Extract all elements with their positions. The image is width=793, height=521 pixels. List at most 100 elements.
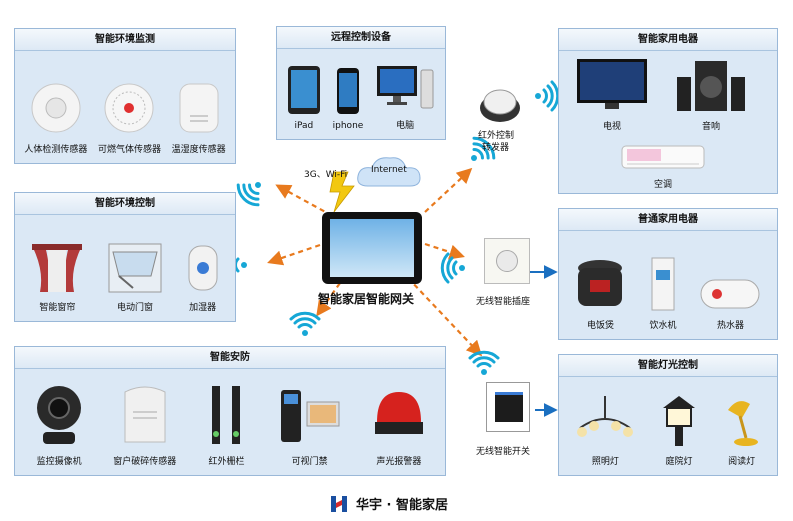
device-label: 加湿器 (189, 303, 217, 313)
gateway-screen (330, 219, 414, 277)
panel-title: 智能环境监测 (15, 29, 235, 51)
socket-label: 无线智能插座 (476, 297, 531, 307)
wifi-icon (236, 182, 261, 207)
device-label: 红外栅栏 (208, 457, 245, 467)
device-label: 电动门窗 (116, 303, 153, 313)
internet-label: Internet (371, 165, 407, 175)
panel-common-appliances: 普通家用电器 电饭煲 饮水机 热水器 (558, 208, 778, 340)
device-garden-lamp: 庭院灯 (659, 394, 699, 467)
device-label: 电视 (602, 122, 621, 132)
gateway-label: 智能家居智能网关 (318, 292, 415, 306)
device-label: 音响 (701, 122, 720, 132)
panel-title: 智能环境控制 (15, 193, 235, 215)
device-label: 庭院灯 (665, 457, 693, 467)
panel-smart-appliances: 智能家用电器 电视 音响 空调 (558, 28, 778, 194)
cloud-icon (357, 157, 421, 187)
wifi-icon (440, 252, 465, 284)
device-label: 可燃气体传感器 (97, 145, 161, 155)
wifi-icon (468, 350, 500, 375)
device-label: 监控摄像机 (36, 457, 82, 467)
wifi-icon (289, 311, 321, 336)
device-chandelier: 照明灯 (574, 394, 636, 467)
wifi-icon (535, 80, 560, 112)
device-label: 温湿度传感器 (171, 145, 226, 155)
arrow-to-ir (424, 167, 473, 213)
device-ir-fence: 红外栅栏 (204, 382, 248, 467)
device-label: 人体检测传感器 (24, 145, 88, 155)
device-label: 可视门禁 (291, 457, 328, 467)
smart-socket: 无线智能插座 (476, 238, 536, 310)
garden-lamp-icon (662, 396, 695, 446)
device-computer: 电脑 (375, 64, 435, 131)
device-speaker: 音响 (675, 57, 747, 132)
water-heater-icon (700, 279, 760, 309)
panel-lighting: 智能灯光控制 照明灯 庭院灯 阅读灯 (558, 354, 778, 476)
device-video-intercom: 可视门禁 (277, 382, 343, 467)
motion-sensor-icon (31, 83, 81, 133)
ir-label-line1: 红外控制 (478, 131, 515, 141)
air-conditioner-icon (621, 145, 705, 169)
device-curtain: 智能窗帘 (30, 242, 84, 313)
device-ipad: iPad (287, 65, 321, 131)
device-alarm: 声光报警器 (371, 382, 427, 467)
device-rice-cooker: 电饭煲 (574, 256, 626, 331)
brand-name: 华宇 · 智能家居 (356, 498, 448, 513)
ir-fence-icon (212, 386, 241, 444)
reading-lamp-icon (727, 401, 758, 446)
brand-mark-icon (331, 495, 347, 512)
camera-icon (37, 386, 82, 444)
arrow-to-env-control (267, 243, 321, 266)
device-motion-sensor: 人体检测传感器 (24, 80, 87, 155)
device-label: 声光报警器 (376, 457, 422, 467)
device-label: 照明灯 (591, 457, 619, 467)
panel-title: 智能灯光控制 (559, 355, 777, 377)
device-label: 电脑 (396, 121, 415, 131)
device-tv: 电视 (575, 57, 649, 132)
device-camera: 监控摄像机 (33, 382, 85, 467)
device-glass-break-sensor: 窗户破碎传感器 (113, 382, 176, 467)
device-motorized-window: 电动门窗 (107, 242, 163, 313)
tablet-icon (287, 66, 320, 114)
arrow-to-switch (407, 277, 483, 357)
device-temp-humidity-sensor: 温湿度传感器 (172, 80, 226, 155)
device-water-heater: 热水器 (699, 278, 761, 331)
ir-label-line2: 转发器 (482, 143, 510, 153)
device-label: iPad (294, 121, 314, 131)
ir-forwarder-icon (480, 89, 520, 122)
device-label: 空调 (653, 180, 672, 190)
temp-humidity-sensor-icon (179, 83, 219, 133)
network-label: 3G、Wi-Fi (304, 170, 348, 180)
alarm-light-icon (374, 392, 423, 434)
water-dispenser-icon (651, 257, 675, 311)
gateway-device (322, 212, 422, 284)
chandelier-icon (577, 396, 634, 437)
computer-icon (377, 66, 434, 109)
device-gas-sensor: 可燃气体传感器 (98, 80, 161, 155)
brand-logo: 华宇 · 智能家居 (330, 494, 448, 513)
arrow-to-socket (424, 242, 465, 260)
device-label: 电饭煲 (586, 321, 614, 331)
humidifier-icon (188, 245, 218, 291)
panel-env-control: 智能环境控制 智能窗帘 电动门窗 加湿器 (14, 192, 236, 322)
switch-icon (486, 382, 530, 432)
panel-title: 远程控制设备 (277, 27, 445, 49)
device-iphone: iphone (333, 67, 363, 131)
smart-switch: 无线智能开关 (476, 382, 540, 458)
ir-forwarder: 红外控制 转发器 (474, 84, 526, 156)
device-humidifier: 加湿器 (186, 242, 220, 313)
panel-remote-control: 远程控制设备 iPad iphone 电脑 (276, 26, 446, 140)
panel-title: 智能安防 (15, 347, 445, 369)
device-water-dispenser: 饮水机 (649, 256, 676, 331)
device-label: 饮水机 (649, 321, 677, 331)
device-label: 智能窗帘 (39, 303, 76, 313)
device-label: 热水器 (716, 321, 744, 331)
device-label: 窗户破碎传感器 (113, 457, 177, 467)
gas-sensor-icon (104, 83, 154, 133)
rice-cooker-icon (578, 260, 623, 306)
speaker-icon (677, 61, 745, 111)
window-icon (108, 243, 162, 293)
device-air-conditioner: 空调 (621, 145, 705, 190)
tv-icon (577, 59, 647, 109)
panel-env-monitor: 智能环境监测 人体检测传感器 可燃气体传感器 温湿度传感器 (14, 28, 236, 164)
panel-title: 智能家用电器 (559, 29, 777, 51)
